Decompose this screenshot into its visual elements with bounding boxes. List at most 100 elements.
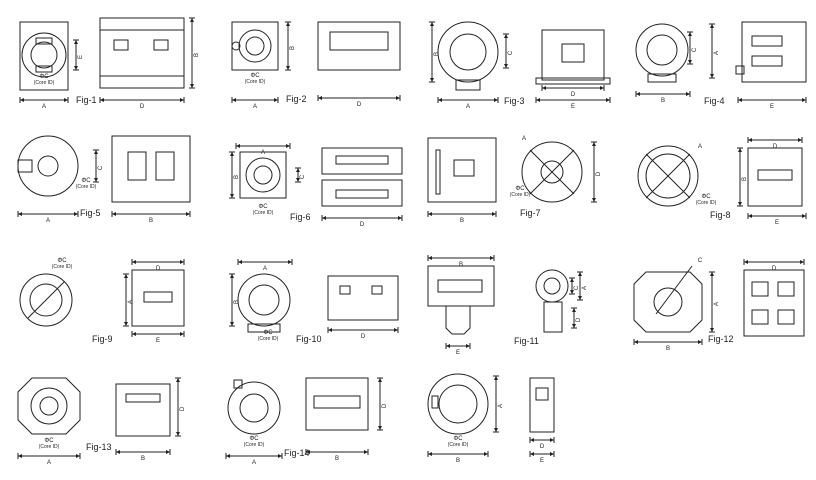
arrowhead (180, 98, 184, 102)
inner-channel (329, 31, 389, 51)
dimension-label: A (261, 150, 265, 156)
arrowhead (190, 18, 194, 22)
arrowhead (570, 278, 574, 282)
arrowhead (430, 22, 434, 26)
side-view-body (743, 269, 805, 337)
mounting-stem (543, 301, 563, 333)
arrowhead (592, 198, 596, 202)
arrowhead (688, 60, 692, 64)
arrowhead (20, 98, 24, 102)
fig-3-caption: Fig-3 (504, 96, 525, 106)
dimension-label: D (382, 403, 388, 408)
outer-ring (238, 29, 272, 63)
arrowhead (166, 450, 170, 454)
window (155, 151, 175, 181)
slot (313, 395, 361, 409)
arrowhead (550, 438, 554, 442)
arrowhead (190, 84, 194, 88)
arrowhead (550, 452, 554, 456)
arrowhead (600, 86, 604, 90)
dimension-label: D (140, 104, 145, 110)
slot (335, 155, 389, 165)
arrowhead (490, 256, 494, 260)
side-view-body (741, 21, 807, 83)
arrowhead (494, 376, 498, 380)
dimension-label: D (540, 444, 545, 450)
arrowhead (112, 212, 116, 216)
core-id-label: (Core ID) (244, 442, 265, 448)
core-hole (245, 36, 265, 56)
arrowhead (484, 452, 488, 456)
side-view-body (541, 29, 605, 81)
window (751, 281, 769, 297)
fig-9-caption: Fig-9 (92, 334, 113, 344)
arrowhead (428, 256, 432, 260)
arrowhead (306, 450, 310, 454)
core-hole (438, 384, 478, 424)
front-plate (427, 137, 497, 203)
dimension-label: E (78, 55, 84, 59)
dimension-label: C (300, 174, 306, 179)
arrowhead (606, 98, 610, 102)
arrowhead (592, 142, 596, 146)
dimension-label: B (661, 98, 665, 104)
dimension-label: D (180, 406, 186, 411)
hinge (233, 379, 243, 389)
dimension-label: C (98, 165, 104, 170)
arrowhead (286, 66, 290, 70)
arrowhead (530, 438, 534, 442)
octagon-body (17, 377, 81, 435)
dimension-label: D (156, 266, 161, 272)
dimension-label: B (434, 52, 440, 56)
arrowhead (186, 212, 190, 216)
dimension-label: A (42, 104, 46, 110)
outer-ring (535, 269, 569, 303)
arrowhead (180, 332, 184, 336)
dimension-label: E (775, 220, 779, 226)
fig-14: ΦC(Core ID)ADB (225, 377, 388, 466)
cross-line (529, 149, 575, 195)
dimension-label: A (714, 302, 720, 306)
arrowhead (378, 378, 382, 382)
window (127, 151, 147, 181)
core-id-label: ΦC (250, 73, 260, 79)
outer-ring (17, 135, 79, 197)
fig-13-caption: Fig-13 (86, 442, 112, 452)
dimension-label: A (46, 218, 50, 224)
side-view-body (529, 377, 555, 433)
side-view-body (305, 377, 369, 431)
arrowhead (132, 332, 136, 336)
core-id-label: (Core ID) (39, 444, 60, 450)
dimension-label: E (571, 104, 575, 110)
fig-8: AΦC(Core ID)DBE (637, 137, 807, 226)
outer-ring (437, 21, 499, 83)
core-id-label: ΦC (701, 194, 711, 200)
dimension-label: B (456, 458, 460, 464)
diagonal-dim (655, 265, 693, 315)
core-id-label: (Core ID) (76, 184, 97, 190)
arrowhead (578, 272, 582, 276)
front-view-body (19, 21, 69, 91)
arrowhead (286, 22, 290, 26)
dimension-label: B (666, 346, 670, 352)
arrowhead (698, 340, 702, 344)
core-id-label: (Core ID) (245, 79, 266, 85)
arrowhead (230, 194, 234, 198)
fig-5-caption: Fig-5 (80, 208, 101, 218)
core-hole (653, 287, 683, 317)
core-hole (646, 34, 678, 66)
dimension-label: B (290, 46, 296, 50)
arrowhead (738, 202, 742, 206)
top-view-body (427, 265, 495, 307)
arrowhead (94, 150, 98, 154)
core-id-label: ΦC (81, 178, 91, 184)
arrowhead (394, 328, 398, 332)
base-plate (535, 77, 611, 85)
arrowhead (74, 66, 78, 70)
arrowhead (686, 92, 690, 96)
front-view-body (239, 151, 287, 199)
dimension-label: B (335, 456, 339, 462)
core-id-label: ΦC (453, 436, 463, 442)
